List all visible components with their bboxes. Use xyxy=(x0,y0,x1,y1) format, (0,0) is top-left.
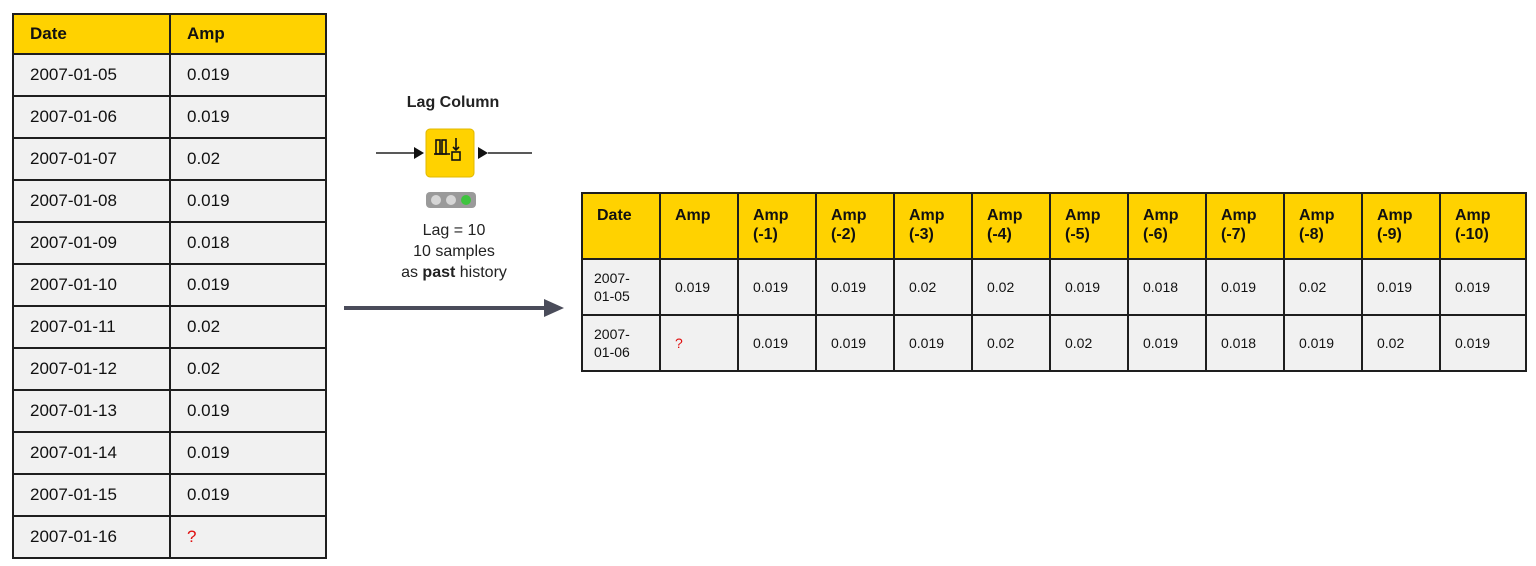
date-cell: 2007-01-12 xyxy=(12,347,171,391)
amp-cell: 0.019 xyxy=(169,53,327,97)
output-header-10: Amp (-9) xyxy=(1361,192,1441,260)
output-header-2: Amp (-1) xyxy=(737,192,817,260)
amp-cell: 0.02 xyxy=(169,347,327,391)
output-header-11: Amp (-10) xyxy=(1439,192,1527,260)
value-cell: 0.019 xyxy=(815,314,895,372)
value-cell: 0.019 xyxy=(1049,258,1129,316)
date-cell: 2007-01-13 xyxy=(12,389,171,433)
output-header-0: Date xyxy=(581,192,661,260)
amp-cell: 0.019 xyxy=(169,431,327,475)
value-cell: 0.02 xyxy=(1049,314,1129,372)
date-cell: 2007-01-14 xyxy=(12,431,171,475)
flow-arrow xyxy=(344,299,564,317)
value-cell: 0.018 xyxy=(1205,314,1285,372)
input-header-date: Date xyxy=(12,13,171,55)
date-cell: 2007- 01-06 xyxy=(581,314,661,372)
output-header-7: Amp (-6) xyxy=(1127,192,1207,260)
value-cell: 0.018 xyxy=(1127,258,1207,316)
amp-cell: 0.02 xyxy=(169,305,327,349)
amp-cell: 0.019 xyxy=(169,473,327,517)
input-header-amp: Amp xyxy=(169,13,327,55)
date-cell: 2007-01-06 xyxy=(12,95,171,139)
lag-column-icon xyxy=(434,138,461,161)
date-cell: 2007- 01-05 xyxy=(581,258,661,316)
amp-cell: 0.02 xyxy=(169,137,327,181)
node-input-port-icon xyxy=(414,147,424,159)
status-light-1 xyxy=(431,195,441,205)
output-header-1: Amp xyxy=(659,192,739,260)
value-cell: 0.02 xyxy=(971,258,1051,316)
status-light-3 xyxy=(461,195,471,205)
date-cell: 2007-01-09 xyxy=(12,221,171,265)
date-cell: 2007-01-07 xyxy=(12,137,171,181)
value-cell: 0.019 xyxy=(737,314,817,372)
date-cell: 2007-01-16 xyxy=(12,515,171,559)
amp-cell: ? xyxy=(169,515,327,559)
value-cell: 0.02 xyxy=(971,314,1051,372)
date-cell: 2007-01-05 xyxy=(12,53,171,97)
caption-history: as past history xyxy=(401,264,507,281)
value-cell: 0.019 xyxy=(1283,314,1363,372)
value-cell: 0.019 xyxy=(1361,258,1441,316)
value-cell: 0.02 xyxy=(1283,258,1363,316)
value-cell: 0.019 xyxy=(1205,258,1285,316)
value-cell: 0.019 xyxy=(1127,314,1207,372)
date-cell: 2007-01-10 xyxy=(12,263,171,307)
node-title: Lag Column xyxy=(406,94,500,111)
output-header-9: Amp (-8) xyxy=(1283,192,1363,260)
date-cell: 2007-01-15 xyxy=(12,473,171,517)
node-caption: Lag = 10 10 samples as past history xyxy=(368,220,540,283)
node-output-port-icon xyxy=(478,147,488,159)
date-cell: 2007-01-11 xyxy=(12,305,171,349)
output-header-3: Amp (-2) xyxy=(815,192,895,260)
table-row: 2007-01-16? xyxy=(12,515,327,559)
value-cell: 0.019 xyxy=(737,258,817,316)
amp-cell: 0.018 xyxy=(169,221,327,265)
date-cell: 2007-01-08 xyxy=(12,179,171,223)
status-light-2 xyxy=(446,195,456,205)
caption-lag: Lag = 10 xyxy=(422,222,486,239)
node-body xyxy=(425,128,475,178)
amp-cell: 0.019 xyxy=(169,389,327,433)
value-cell: 0.02 xyxy=(893,258,973,316)
value-cell: 0.02 xyxy=(1361,314,1441,372)
output-header-5: Amp (-4) xyxy=(971,192,1051,260)
lag-column-node[interactable] xyxy=(370,120,536,212)
value-cell: 0.019 xyxy=(815,258,895,316)
amp-cell: 0.019 xyxy=(169,179,327,223)
output-header-6: Amp (-5) xyxy=(1049,192,1129,260)
value-cell: ? xyxy=(659,314,739,372)
caption-samples: 10 samples xyxy=(413,243,495,260)
output-header-4: Amp (-3) xyxy=(893,192,973,260)
value-cell: 0.019 xyxy=(659,258,739,316)
value-cell: 0.019 xyxy=(1439,258,1527,316)
amp-cell: 0.019 xyxy=(169,263,327,307)
output-header-8: Amp (-7) xyxy=(1205,192,1285,260)
amp-cell: 0.019 xyxy=(169,95,327,139)
value-cell: 0.019 xyxy=(1439,314,1527,372)
value-cell: 0.019 xyxy=(893,314,973,372)
